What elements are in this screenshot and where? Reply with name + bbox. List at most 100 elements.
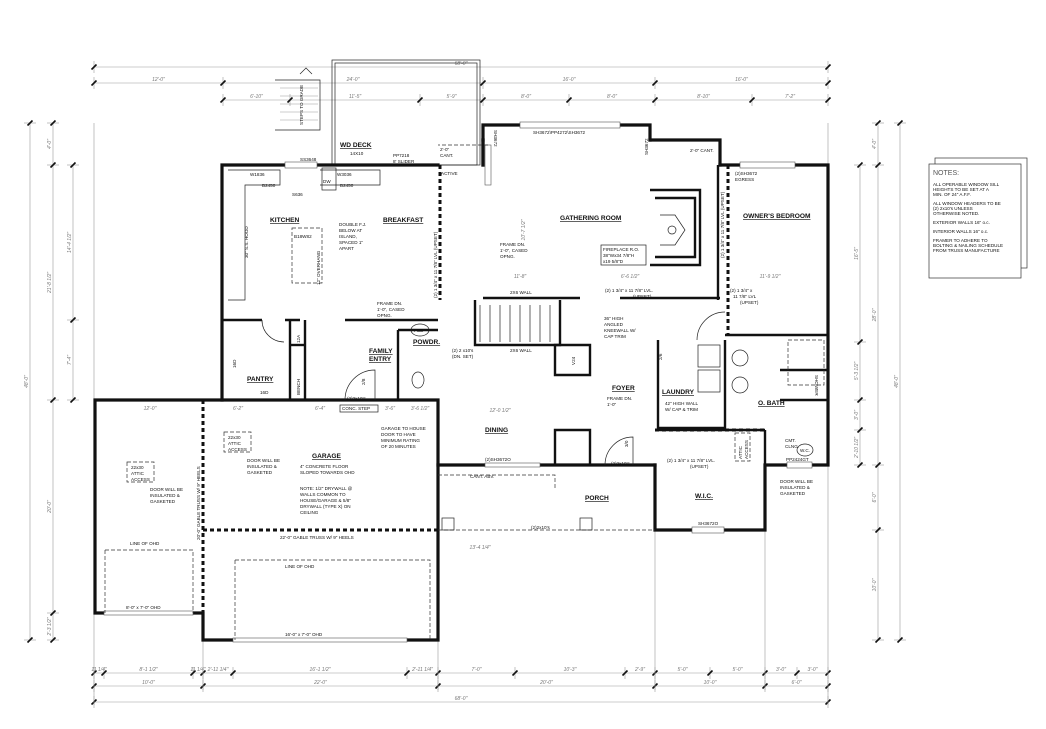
- dimension-label: 16'-0": [563, 77, 576, 83]
- dimension-label: 11 1/4": [91, 667, 107, 673]
- dimension-tick: [229, 669, 237, 677]
- note-line: CMT.: [785, 438, 796, 443]
- dimension-label: 8'-10": [697, 94, 710, 100]
- note-line: DOOR WILL BE: [150, 487, 183, 492]
- dimension-tick: [856, 461, 864, 469]
- dimension-label: 10'-7 1/2": [521, 219, 527, 240]
- room-owners-bedroom: OWNER'S BEDROOM: [743, 213, 811, 220]
- window-label: PP2424GT: [786, 457, 809, 462]
- fireplace-label: FIREPLACE R.O.: [603, 247, 639, 252]
- dimension-label: 6'-6 1/2": [621, 274, 640, 280]
- note-line: 1'-0", CASED: [500, 248, 528, 253]
- beam-label: (UPSET): [633, 294, 652, 299]
- door-label: 2/6: [658, 353, 663, 360]
- dimension-tick: [793, 669, 801, 677]
- door-label: 3/0: [624, 440, 629, 447]
- attic-label: ACCESS: [228, 447, 247, 452]
- window-label: (2)SH3672: [735, 171, 758, 176]
- dimension-label: 14'-4 1/2": [67, 232, 73, 253]
- dimension-label: 28'-0": [872, 308, 878, 322]
- dimension-label: 16'-0": [735, 77, 748, 83]
- window-label: (2)SH3672O: [485, 457, 511, 462]
- note-line: OF 20 MINUTES: [381, 444, 416, 449]
- note-line: ANGLED: [604, 322, 624, 327]
- note-line: FRAMER TO ADHERE TO: [933, 238, 988, 243]
- dimension-label: 11'-5": [349, 94, 362, 100]
- note-line: ISLAND,: [339, 234, 357, 239]
- dimension-lines: 68'-0"12'-0"24'-0"16'-0"16'-0"6'-10"11'-…: [24, 61, 906, 708]
- dimension-label: 20'-0": [539, 680, 553, 686]
- interior-walls: [104, 144, 828, 640]
- dimension-label: 3'-6": [385, 406, 395, 412]
- dimension-label: 6'-0": [792, 680, 802, 686]
- ohd-line-label: LINE OF OHD: [130, 541, 160, 546]
- window-label: EGRESS: [735, 177, 754, 182]
- dishwasher-label: DW: [323, 179, 331, 184]
- shower-label: SHOWER: [814, 375, 819, 396]
- dimension-label: 10'-0": [142, 680, 155, 686]
- dimension-label: 16'-5": [854, 247, 860, 260]
- dimension-label: 2'-10 1/2": [854, 437, 860, 459]
- dimension-label: 6'-10": [250, 94, 263, 100]
- dimension-label: 3'-0": [808, 667, 818, 673]
- dimension-label: 48'-0": [894, 375, 900, 388]
- attic-label: 22x30: [131, 465, 144, 470]
- steps-label: STEPS TO GRADE: [299, 85, 304, 125]
- note-line: FRAME DN.: [500, 242, 525, 247]
- dimension-tick: [403, 669, 411, 677]
- garage-door-label: 8'-0" x 7'-0" OHD: [126, 605, 161, 610]
- room-breakfast: BREAKFAST: [383, 217, 423, 224]
- dimension-tick: [90, 63, 98, 71]
- dimension-tick: [651, 96, 659, 104]
- cantilever-label: CANT.: [440, 153, 453, 158]
- dimension-label: 68'-0": [455, 61, 468, 67]
- dimension-label: 6'-4": [315, 406, 325, 412]
- bench-label: BENCH: [296, 379, 301, 395]
- dimension-label: 2'-11 1/4": [207, 667, 229, 673]
- door-label: 8' SLIDER: [393, 159, 415, 164]
- dimension-tick: [856, 396, 864, 404]
- truss-label: 20'-0" GABLE TRUSS W/ 9" HEELS: [196, 466, 201, 540]
- note-line: DOOR TO HAVE: [381, 432, 416, 437]
- ohd-line-label: LINE OF OHD: [285, 564, 315, 569]
- note-line: MINIMUM RATING: [381, 438, 420, 443]
- dimension-label: 12'-0": [152, 77, 165, 83]
- cantilever-label: 2'-0" CANT.: [690, 148, 714, 153]
- note-line: NOTE: 1/2" DRYWALL @: [300, 486, 353, 491]
- pedestal-sink-label: PED: [414, 328, 424, 333]
- garage-door-label: 16'-0" x 7'-0" OHD: [285, 632, 323, 637]
- dimension-tick: [874, 161, 882, 169]
- attic-label: ACCESS: [131, 477, 150, 482]
- note-line: (2) 2x10's UNLESS: [933, 206, 973, 211]
- door-label: 12A: [296, 334, 301, 343]
- dimension-label: 6'-0": [872, 492, 878, 502]
- beam-label: (2) 1 3/4" x 11 7/8" LVL (UPSET): [720, 191, 725, 258]
- dimension-label: 7'-0": [472, 667, 482, 673]
- dimension-label: 48'-0": [24, 375, 30, 388]
- wall-label: 2X6 WALL: [510, 348, 532, 353]
- dimension-label: 8'-0": [607, 94, 617, 100]
- dimension-tick: [49, 119, 57, 127]
- note-line: 36" HIGH: [604, 316, 624, 321]
- cabinet-label: W3036: [337, 172, 352, 177]
- beam-label: (UPSET): [740, 300, 759, 305]
- dimension-label: 3'-6 1/2": [411, 406, 430, 412]
- note-line: MIN. OF 24" A.F.F.: [933, 192, 971, 197]
- note-line: KNEEWALL W/: [604, 328, 636, 333]
- note-line: DOOR WILL BE: [247, 458, 280, 463]
- room-kitchen: KITCHEN: [270, 217, 300, 224]
- door-label: 16D: [260, 390, 269, 395]
- room-powder: POWDR.: [413, 339, 440, 346]
- door-label: 2/8: [361, 378, 366, 385]
- dimension-label: 68'-0": [455, 696, 468, 702]
- dimension-label: 7'-4": [67, 355, 73, 365]
- cabinet-label: S636: [292, 192, 303, 197]
- room-wic: W.I.C.: [695, 493, 713, 500]
- room-dining: DINING: [485, 427, 508, 434]
- dimension-tick: [189, 669, 197, 677]
- dimension-tick: [49, 636, 57, 644]
- dimension-label: 5'-0": [678, 667, 688, 673]
- beam-label: (2) 1 3/4" x 11 7/8" LVL (UPSET): [433, 231, 438, 298]
- dimension-tick: [100, 669, 108, 677]
- cabinet-label: B18W82: [294, 234, 312, 239]
